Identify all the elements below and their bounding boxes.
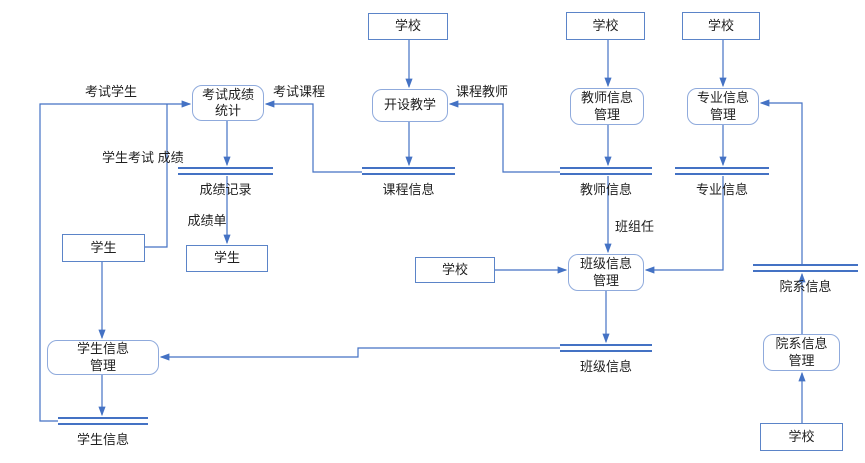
entity-label: 学校 <box>394 18 421 34</box>
entity-school-5: 学校 <box>760 423 843 451</box>
datastore-top-line <box>178 167 273 169</box>
flow-major-info-to-class-mgmt <box>644 176 724 274</box>
process-label-line1: 专业信息 <box>696 90 749 106</box>
entity-label: 学校 <box>707 17 734 33</box>
process-dept-info-mgmt: 院系信息 管理 <box>763 334 840 371</box>
flow-class-info-to-student-mgmt <box>159 347 560 361</box>
flow-label-exam-course: 考试课程 <box>272 84 325 99</box>
process-label-line2: 管理 <box>788 352 815 368</box>
process-label-line1: 学生信息 <box>76 341 129 357</box>
process-label-line1: 开设教学 <box>383 97 436 113</box>
datastore-top-line <box>675 167 769 169</box>
process-major-info-mgmt: 专业信息 管理 <box>687 88 759 125</box>
flow-course-info-to-exam-stats <box>264 100 362 173</box>
datastore-class-info: 班级信息 <box>560 344 652 375</box>
flow-label-line1: 学生考试 <box>102 150 155 165</box>
datastore-bottom-line <box>58 423 148 425</box>
datastore-top-line <box>753 264 858 266</box>
flow-label-course-teacher: 课程教师 <box>455 84 508 99</box>
datastore-label: 成绩记录 <box>199 182 252 197</box>
entity-student-2: 学生 <box>186 245 268 272</box>
flow-dept-info-to-major-mgmt <box>759 99 803 264</box>
flow-label-score-sheet: 成绩单 <box>187 213 227 228</box>
datastore-top-line <box>560 167 652 169</box>
datastore-bottom-line <box>362 173 455 175</box>
process-offer-teaching: 开设教学 <box>372 89 448 122</box>
datastore-bottom-line <box>560 173 652 175</box>
datastore-label: 班级信息 <box>579 359 632 374</box>
datastore-top-line <box>560 344 652 346</box>
process-label-line2: 管理 <box>592 272 619 288</box>
datastore-label: 教师信息 <box>579 182 632 197</box>
process-exam-score-stats: 考试成绩 统计 <box>192 85 264 121</box>
entity-label: 学校 <box>788 428 815 444</box>
entity-school-2: 学校 <box>566 12 645 40</box>
process-label-line1: 院系信息 <box>775 336 828 352</box>
process-label-line1: 考试成绩 <box>201 86 254 102</box>
datastore-dept-info: 院系信息 <box>753 264 858 295</box>
process-label-line1: 班级信息 <box>579 256 632 272</box>
flow-teacher-info-to-offer-teaching <box>448 100 560 173</box>
datastore-top-line <box>362 167 455 169</box>
entity-label: 学校 <box>592 17 619 33</box>
process-label-line1: 教师信息 <box>580 90 633 106</box>
datastore-course-info: 课程信息 <box>362 167 455 198</box>
process-label-line2: 管理 <box>89 357 116 373</box>
datastore-bottom-line <box>178 173 273 175</box>
datastore-student-info: 学生信息 <box>58 417 148 448</box>
datastore-label: 学生信息 <box>76 432 129 447</box>
entity-student-1: 学生 <box>62 234 145 262</box>
datastore-bottom-line <box>560 350 652 352</box>
datastore-bottom-line <box>675 173 769 175</box>
entity-label: 学生 <box>90 239 117 255</box>
flow-student-to-exam-stats <box>145 104 168 248</box>
process-label-line2: 统计 <box>214 103 241 118</box>
datastore-top-line <box>58 417 148 419</box>
entity-school-3: 学校 <box>682 12 760 40</box>
entity-school-1: 学校 <box>368 13 448 40</box>
flow-student-info-to-exam-stats <box>39 100 192 422</box>
datastore-major-info: 专业信息 <box>675 167 769 198</box>
process-label-line2: 管理 <box>593 106 620 122</box>
flow-label-student-exam-score: 学生考试 成绩 <box>102 150 184 166</box>
datastore-label: 院系信息 <box>779 279 832 294</box>
flow-label-line2: 成绩 <box>157 150 184 165</box>
process-label-line2: 管理 <box>709 106 736 122</box>
flow-label-class-head: 班组任 <box>614 219 654 234</box>
datastore-score-record: 成绩记录 <box>178 167 273 198</box>
entity-label: 学生 <box>213 250 240 266</box>
entity-school-4: 学校 <box>415 257 495 283</box>
process-student-info-mgmt: 学生信息 管理 <box>47 340 159 375</box>
flow-label-exam-student: 考试学生 <box>84 84 137 99</box>
datastore-teacher-info: 教师信息 <box>560 167 652 198</box>
datastore-label: 课程信息 <box>382 182 435 197</box>
datastore-bottom-line <box>753 270 858 272</box>
datastore-label: 专业信息 <box>695 182 748 197</box>
process-class-info-mgmt: 班级信息 管理 <box>568 254 644 291</box>
process-teacher-info-mgmt: 教师信息 管理 <box>570 88 644 125</box>
entity-label: 学校 <box>441 261 468 277</box>
